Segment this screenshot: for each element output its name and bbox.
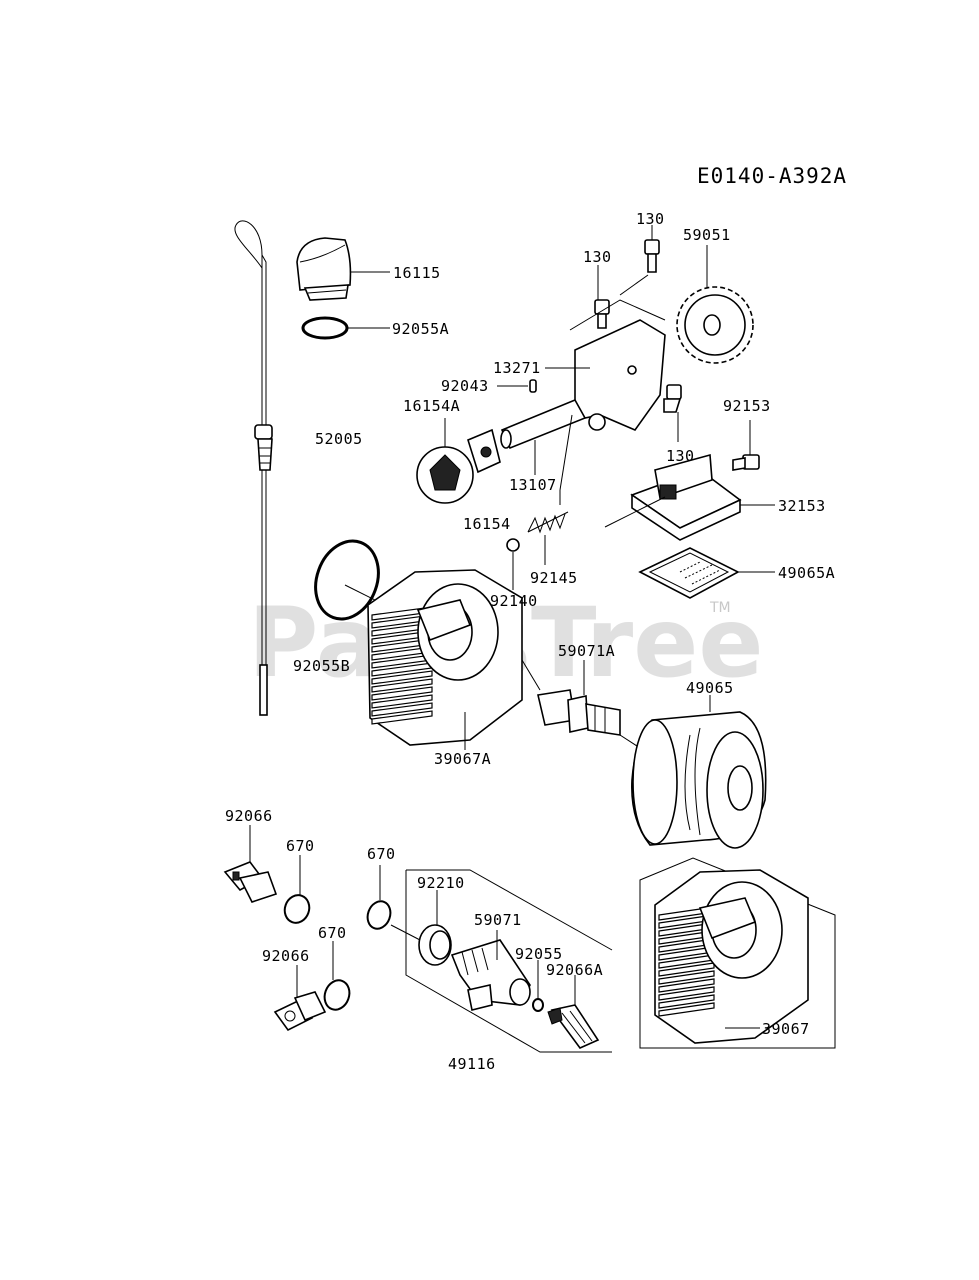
fitting-59071-part[interactable]	[450, 939, 531, 1011]
cooler-fin	[371, 678, 433, 693]
label-92066-upper: 92066	[225, 807, 273, 825]
bracket-32153-part[interactable]	[630, 453, 742, 541]
rotor-inner-part[interactable]	[467, 428, 501, 474]
label-92055: 92055	[515, 945, 563, 963]
oil-filter-part[interactable]	[631, 711, 767, 849]
oil-filler-cap-part[interactable]	[296, 237, 352, 301]
relief-ball-part[interactable]	[506, 538, 520, 552]
label-59051: 59051	[683, 226, 731, 244]
label-92140: 92140	[490, 592, 538, 610]
dipstick-part[interactable]	[234, 220, 273, 716]
label-59071: 59071	[474, 911, 522, 929]
label-39067a: 39067A	[434, 750, 491, 768]
washer-670-b-part[interactable]	[364, 898, 394, 932]
cooler-fin	[371, 686, 433, 701]
label-130-middle: 130	[583, 248, 612, 266]
cooler-fin	[371, 710, 433, 725]
label-39067: 39067	[762, 1020, 810, 1038]
bolt-92153-part[interactable]	[732, 454, 760, 471]
cooler-fin	[658, 970, 715, 985]
diagram-code: E0140-A392A	[697, 164, 847, 188]
label-16154a: 16154A	[403, 397, 460, 415]
oil-cooler-39067-part[interactable]	[654, 869, 809, 1044]
washer-670-a-part[interactable]	[281, 892, 313, 927]
label-670-a: 670	[286, 837, 315, 855]
cooler-39067-box	[639, 857, 836, 1049]
pump-gear-part[interactable]	[676, 286, 754, 364]
label-49116: 49116	[448, 1055, 496, 1073]
drain-plug-92066-lower-part[interactable]	[273, 991, 327, 1032]
bolt-130-lower-part[interactable]	[663, 384, 682, 413]
o-ring-92055b-part[interactable]	[305, 532, 389, 628]
pump-shaft-part[interactable]	[500, 398, 587, 450]
relief-spring-part[interactable]	[527, 511, 569, 534]
label-92043: 92043	[441, 377, 489, 395]
rotor-outer-part[interactable]	[416, 446, 474, 504]
pump-plate-part[interactable]	[569, 274, 666, 431]
label-16154: 16154	[463, 515, 511, 533]
cooler-fin	[371, 670, 433, 685]
cooler-fin	[658, 986, 715, 1001]
label-32153: 32153	[778, 497, 826, 515]
cooler-fin	[658, 978, 715, 993]
o-ring-92055-part[interactable]	[532, 998, 544, 1012]
drain-plug-92066-upper-part[interactable]	[223, 861, 278, 903]
watermark-trademark: TM	[709, 600, 731, 616]
label-13107: 13107	[509, 476, 557, 494]
cooler-fin	[371, 702, 433, 717]
cooler-fin	[658, 1002, 715, 1017]
label-130-lower: 130	[666, 447, 695, 465]
washer-670-c-part[interactable]	[321, 977, 354, 1013]
label-670-c: 670	[318, 924, 347, 942]
cooler-fin	[371, 694, 433, 709]
label-59071a: 59071A	[558, 642, 615, 660]
cooler-fin	[658, 994, 715, 1009]
nut-92210-part[interactable]	[418, 924, 452, 966]
o-ring-92055a-part[interactable]	[301, 316, 349, 340]
label-92055b: 92055B	[293, 657, 350, 675]
label-49065a: 49065A	[778, 564, 835, 582]
label-92210: 92210	[417, 874, 465, 892]
gasket-49065a-part[interactable]	[638, 547, 740, 599]
nipple-59071a-part[interactable]	[537, 689, 621, 736]
label-92066-lower: 92066	[262, 947, 310, 965]
oil-cooler-39067a-part[interactable]	[367, 569, 523, 746]
label-16115: 16115	[393, 264, 441, 282]
label-92055a: 92055A	[392, 320, 449, 338]
label-92145: 92145	[530, 569, 578, 587]
pin-92043-part[interactable]	[529, 379, 537, 393]
label-13271: 13271	[493, 359, 541, 377]
bolt-130-upper-part[interactable]	[644, 239, 660, 273]
label-670-b: 670	[367, 845, 396, 863]
label-130-upper: 130	[636, 210, 665, 228]
assembly-49116-outline	[405, 869, 613, 1053]
label-49065: 49065	[686, 679, 734, 697]
label-92153: 92153	[723, 397, 771, 415]
plug-92066a-part[interactable]	[547, 1004, 600, 1049]
bolt-130-middle-part[interactable]	[594, 299, 610, 329]
label-52005: 52005	[315, 430, 363, 448]
cooler-fin	[658, 962, 715, 977]
label-92066a: 92066A	[546, 961, 603, 979]
